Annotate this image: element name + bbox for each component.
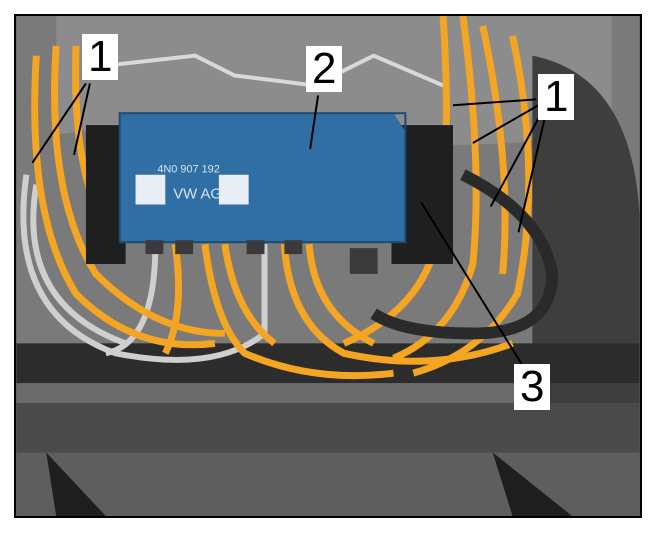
callout-2: 2 [306, 46, 343, 92]
control-module: 4N0 907 192 VW AG [118, 112, 407, 244]
seat-rail-left [46, 452, 106, 516]
wire-rod [105, 53, 444, 88]
sleeved-cable [370, 169, 559, 340]
photo-frame: 4N0 907 192 VW AG 1 2 1 3 [14, 14, 642, 518]
right-shadow [532, 55, 640, 516]
qr-code-left [135, 174, 166, 205]
module-part-number: 4N0 907 192 [157, 164, 219, 176]
module-brand: VW AG [173, 187, 222, 203]
connectors [145, 240, 378, 274]
callout-1-left: 1 [82, 34, 119, 80]
callout-3: 3 [514, 364, 551, 410]
seat-rail [492, 452, 573, 516]
seat-frame-bar-lower [16, 402, 640, 453]
leader-lines [31, 82, 548, 366]
qr-code-right [218, 174, 249, 205]
grey-wires [20, 174, 268, 363]
callout-1-right: 1 [538, 74, 575, 120]
seat-underside-photo: 4N0 907 192 VW AG [16, 16, 640, 516]
